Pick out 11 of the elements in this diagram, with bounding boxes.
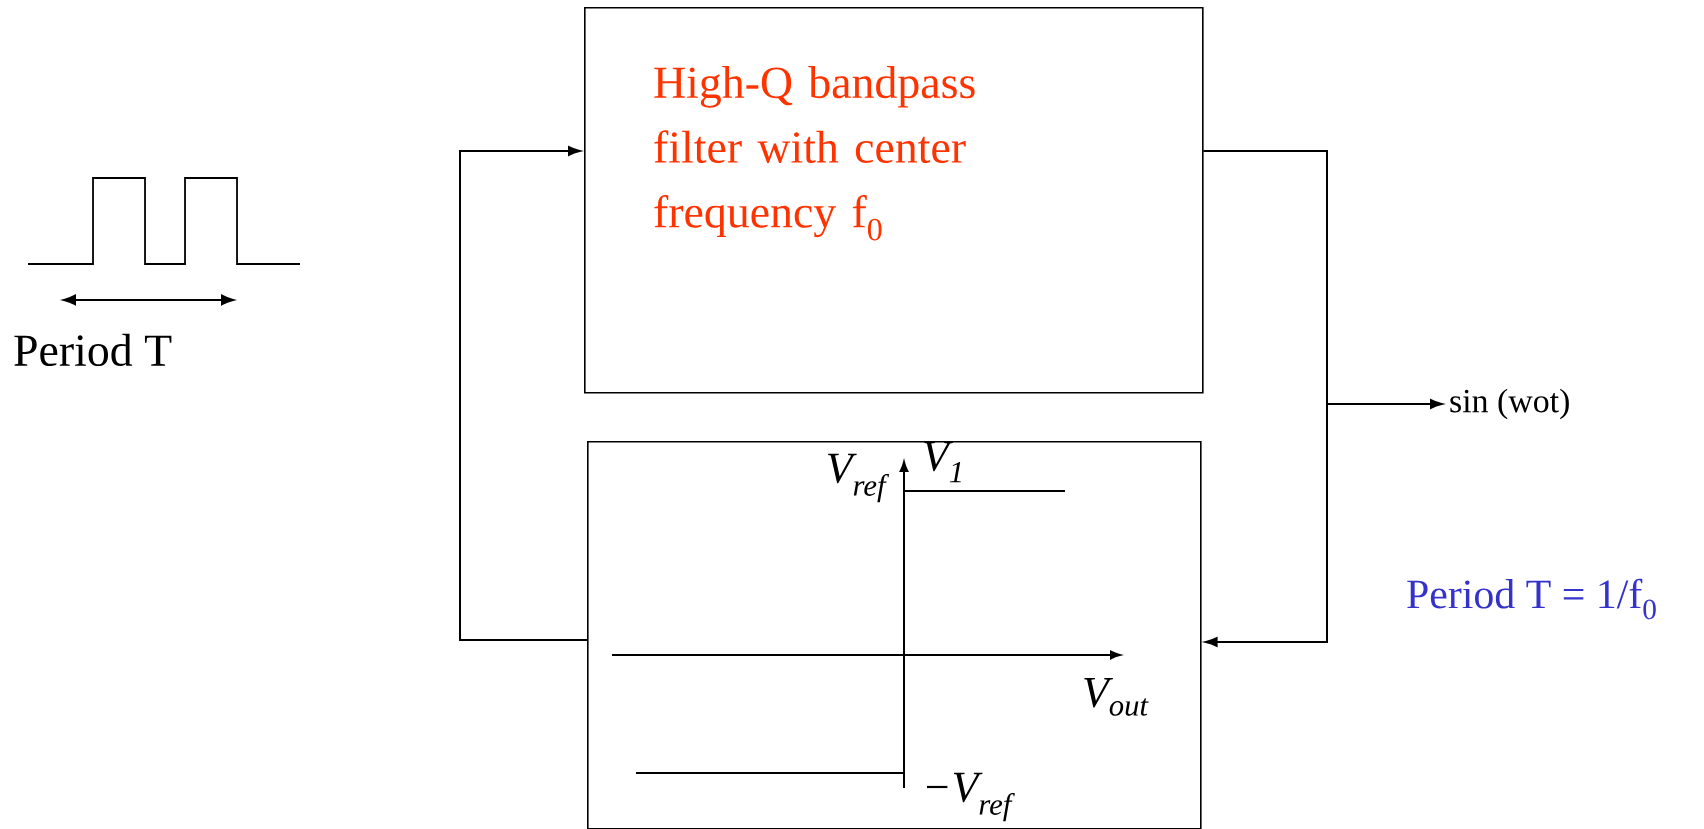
connector-arrow [1202,150,1443,409]
filter-box: High-Q bandpass filter with center frequency f$_{0}$ [584,7,1204,394]
comparator-box [587,441,1202,829]
formula-label: Period T = 1/f$_{0}$ [1407,578,1656,620]
axis-label: −V$_{ref}$ [927,772,1015,822]
axis-label: V$_{out}$ [1084,678,1149,716]
axis-label: V$_{1}$ [924,441,961,483]
connector-arrow [459,146,588,641]
period-label: Period T [14,333,172,367]
output-label: sin (wot) [1450,388,1569,420]
axis-label: V$_{ref}$ [828,453,890,503]
